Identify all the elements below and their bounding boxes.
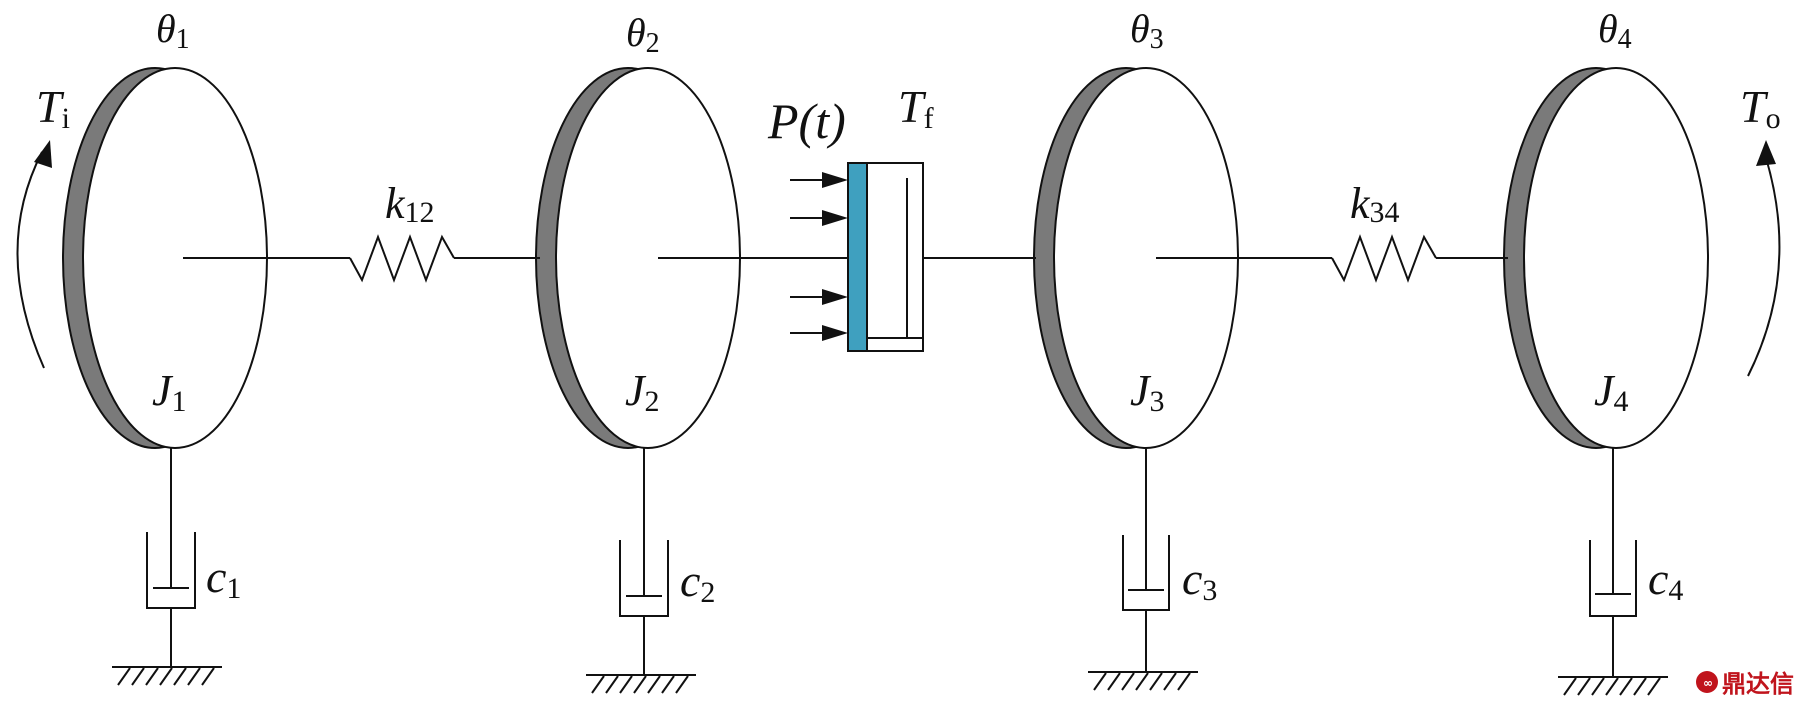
j-4-label: J4 bbox=[1594, 366, 1629, 418]
input-torque-arrow bbox=[16, 140, 52, 369]
clutch bbox=[847, 162, 924, 352]
shaft-3-4 bbox=[1156, 234, 1508, 283]
damper-2 bbox=[586, 448, 696, 694]
c-1-label: c1 bbox=[206, 551, 241, 605]
c-2-label: c2 bbox=[680, 555, 715, 609]
watermark: ∞ 鼎达信 bbox=[1696, 670, 1794, 698]
output-torque-label: To bbox=[1740, 81, 1781, 135]
pressure-label: P(t) bbox=[767, 93, 846, 149]
theta-3-label: θ3 bbox=[1130, 6, 1164, 55]
k34-label: k34 bbox=[1350, 179, 1400, 229]
j-3-label: J3 bbox=[1130, 366, 1165, 418]
friction-torque-label: Tf bbox=[898, 81, 934, 135]
spring-k12 bbox=[349, 234, 455, 283]
k12-label: k12 bbox=[385, 179, 435, 229]
damper-3 bbox=[1088, 448, 1198, 691]
disk-4 bbox=[1503, 67, 1709, 449]
output-torque-arrow bbox=[1747, 140, 1781, 377]
logo-icon bbox=[1696, 671, 1718, 693]
watermark-text: 鼎达信 bbox=[1722, 670, 1794, 698]
clutch-plate bbox=[847, 162, 868, 352]
input-torque-label: Ti bbox=[36, 81, 70, 135]
spring-k34 bbox=[1331, 234, 1437, 283]
svg-text:∞: ∞ bbox=[1703, 676, 1713, 690]
shaft-1-2 bbox=[183, 234, 540, 283]
theta-2-label: θ2 bbox=[626, 10, 660, 59]
c-3-label: c3 bbox=[1182, 553, 1217, 607]
clutch-housing bbox=[866, 162, 924, 352]
theta-4-label: θ4 bbox=[1598, 6, 1632, 55]
pressure-arrows bbox=[790, 172, 848, 341]
damper-4 bbox=[1558, 448, 1668, 696]
j-1-label: J1 bbox=[152, 366, 187, 418]
damper-1 bbox=[112, 448, 222, 686]
theta-1-label: θ1 bbox=[156, 6, 190, 55]
j-2-label: J2 bbox=[625, 366, 660, 418]
c-4-label: c4 bbox=[1648, 553, 1683, 607]
